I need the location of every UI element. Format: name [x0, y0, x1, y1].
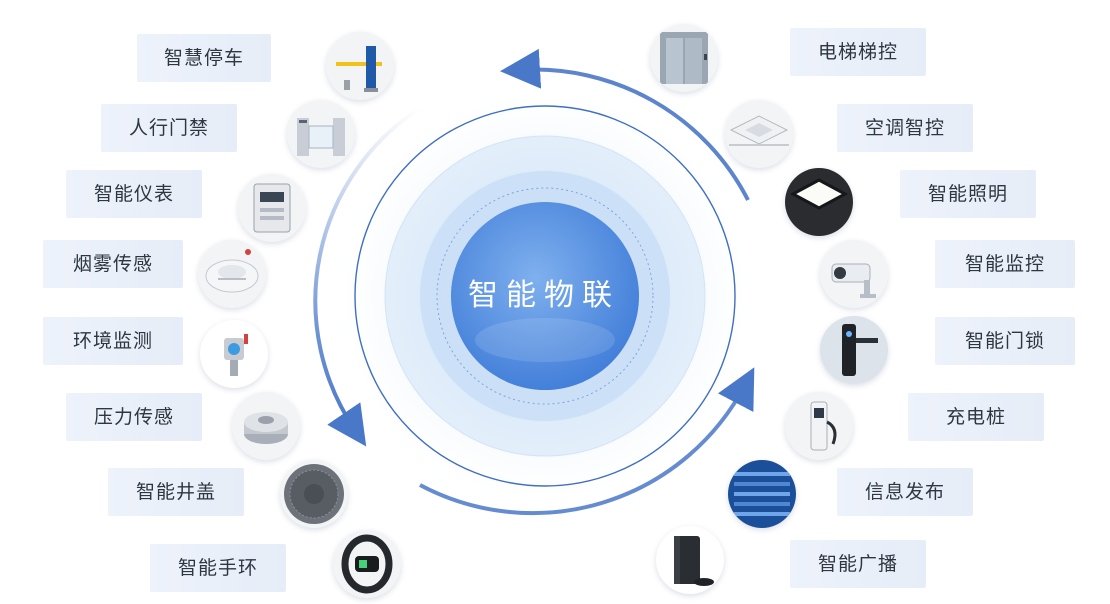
manhole-cover-icon: [280, 460, 348, 528]
label-charging-pile: 充电桩: [908, 393, 1044, 441]
label-pressure-sensing: 压力传感: [66, 393, 202, 441]
charging-pile-icon: [785, 392, 853, 460]
smoke-detector-icon: [198, 240, 266, 308]
info-screen-icon: [728, 460, 796, 528]
label-elevator-control: 电梯梯控: [790, 28, 926, 76]
ceiling-light-icon: [785, 168, 853, 236]
label-smart-manhole: 智能井盖: [108, 468, 244, 516]
label-smoke-sensing: 烟雾传感: [43, 240, 183, 288]
door-lock-icon: [820, 316, 888, 384]
parking-barrier-icon: [326, 32, 394, 100]
label-smart-parking: 智慧停车: [137, 34, 271, 82]
outer-ring: [354, 105, 736, 487]
top-flow-arc: [500, 48, 750, 201]
dotted-ring: [436, 187, 654, 405]
label-smart-meter: 智能仪表: [66, 170, 202, 218]
label-environment-monitoring: 环境监测: [43, 317, 183, 365]
label-smart-door-lock: 智能门锁: [935, 317, 1075, 365]
label-smart-surveillance: 智能监控: [935, 240, 1075, 288]
smart-meter-icon: [238, 174, 306, 242]
label-smart-lighting: 智能照明: [900, 170, 1036, 218]
load-cell-icon: [232, 392, 300, 460]
smart-band-icon: [333, 530, 401, 598]
label-smart-band: 智能手环: [150, 544, 286, 592]
right-lower-arc: [419, 367, 755, 516]
label-ac-control: 空调智控: [837, 104, 973, 152]
label-info-release: 信息发布: [837, 468, 973, 516]
left-flow-arc: [313, 106, 422, 447]
center-core: [451, 202, 639, 390]
gas-detector-icon: [200, 320, 268, 388]
center-title: 智能物联: [468, 278, 620, 313]
air-conditioner-icon: [725, 100, 793, 168]
turnstile-gate-icon: [287, 100, 355, 168]
label-pedestrian-access: 人行门禁: [101, 104, 237, 152]
security-camera-icon: [820, 240, 888, 308]
label-smart-broadcast: 智能广播: [790, 540, 926, 588]
cloud-shade: [475, 318, 615, 362]
speaker-icon: [656, 526, 724, 594]
elevator-icon: [650, 24, 718, 92]
